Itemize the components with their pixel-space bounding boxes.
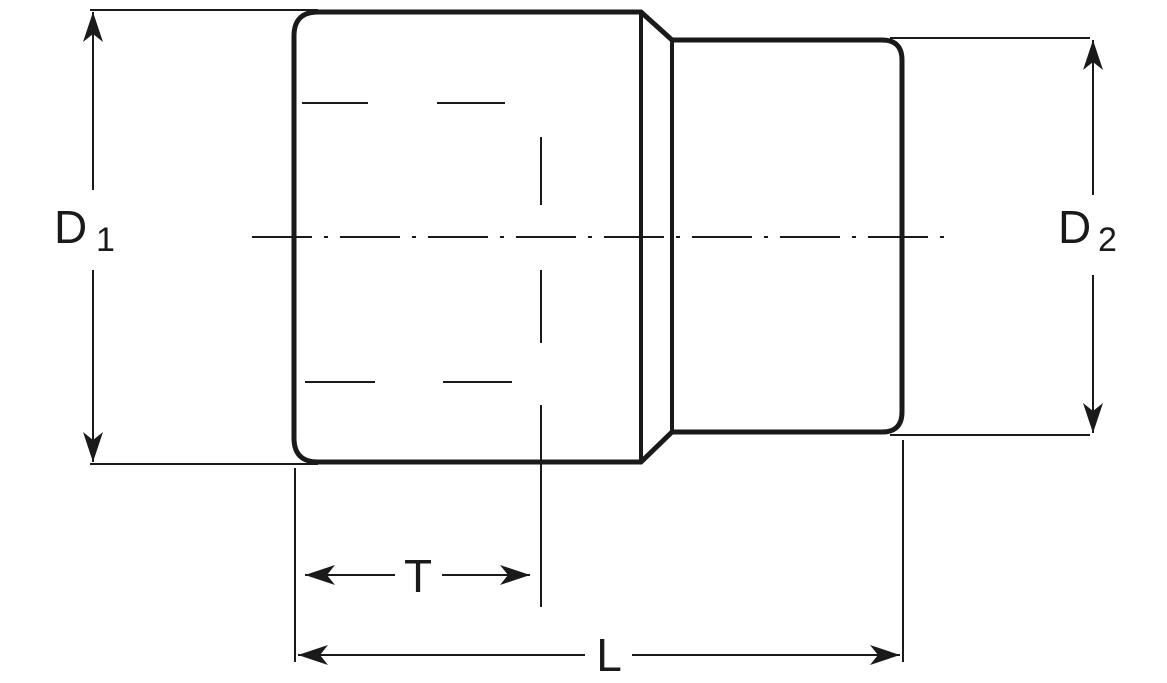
d2-label: D — [1058, 201, 1091, 253]
extension-lines — [90, 9, 1090, 662]
l-label: L — [596, 629, 622, 681]
hidden-lines — [302, 102, 542, 607]
d1-subscript: 1 — [96, 221, 115, 259]
t-label: T — [404, 550, 432, 602]
d1-label: D — [54, 201, 87, 253]
d2-subscript: 2 — [1098, 221, 1117, 259]
